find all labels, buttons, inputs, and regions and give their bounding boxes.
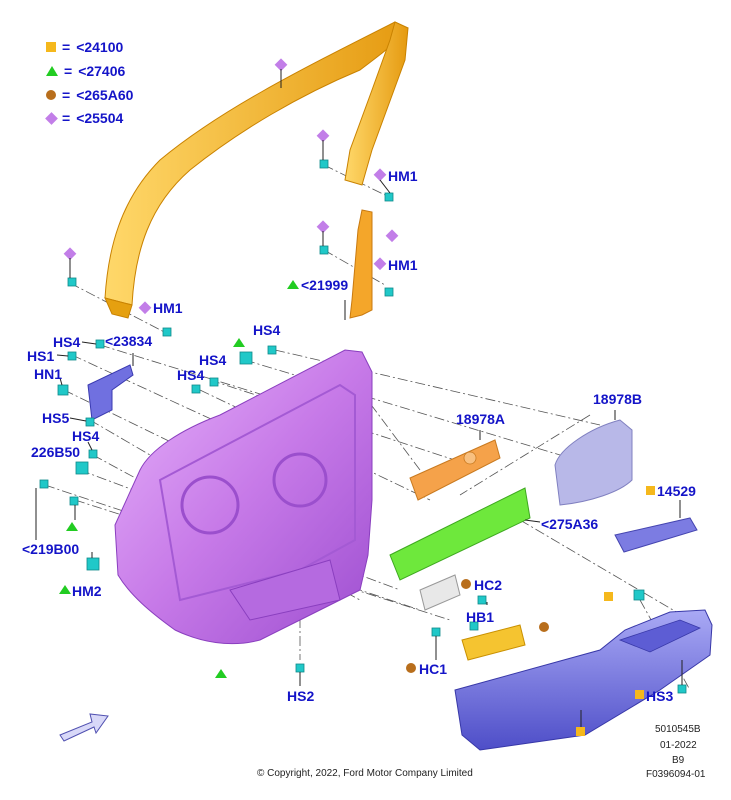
callout-18978b: 18978B [593,391,643,407]
callout-hs2: HS2 [287,688,315,704]
legend-text: <25504 [76,110,124,126]
circle-markers [406,579,549,673]
pull-cup [461,624,526,661]
switch-bezel-14529 [614,517,698,553]
legend-text: <27406 [78,63,126,79]
callout-hn1: HN1 [34,366,63,382]
legend-text: <265A60 [76,87,134,103]
square-markers [576,486,655,736]
square-icon [46,42,56,52]
legend-item-square: = <24100 [46,38,123,56]
illustration-date: 01-2022 [660,740,697,751]
callout-hm2: HM2 [72,583,102,599]
callout-226b50: 226B50 [31,444,81,460]
callout-hc2: HC2 [474,577,503,593]
fastener-clips [39,159,687,694]
legend-item-triangle: = <27406 [46,62,125,80]
copyright-text: © Copyright, 2022, Ford Motor Company Li… [257,768,473,779]
callout-hm1: HM1 [153,300,183,316]
triangle-markers [59,280,299,678]
pillar-strip [349,209,373,319]
door-frame-moulding [104,21,409,319]
callout-hs4: HS4 [72,428,100,444]
legend-item-circle: = <265A60 [46,86,133,104]
triangle-icon [46,66,58,76]
callout-hm1: HM1 [388,257,418,273]
callout-hs3: HS3 [646,688,674,704]
legend-item-diamond: = <25504 [45,109,124,127]
callout-hs1: HS1 [27,348,55,364]
callout-hs4: HS4 [199,352,227,368]
callout-hs4: HS4 [177,367,205,383]
callout-14529: 14529 [657,483,696,499]
speaker-grille-18978b [554,419,633,506]
legend-text: <24100 [76,39,124,55]
illustration-id: F0396094-01 [646,769,706,780]
green-insert [389,487,531,581]
callout-hb1: HB1 [466,609,495,625]
callout-23834: <23834 [105,333,153,349]
circle-icon [46,90,56,100]
illustration-code: 5010545B [655,724,701,735]
callout-hs5: HS5 [42,410,70,426]
bracket-23834 [87,364,134,421]
callout-hc1: HC1 [419,661,448,677]
callout-18978a: 18978A [456,411,506,427]
bezel-18978a [409,439,501,501]
callout-275a36: <275A36 [541,516,599,532]
callout-219b00: <219B00 [22,541,80,557]
direction-arrow [59,713,109,742]
diamond-markers [63,58,399,315]
label-leaders [35,69,683,727]
latch-part [419,574,461,611]
door-trim-panel [114,349,373,645]
callout-hm1: HM1 [388,168,418,184]
callout-hs4: HS4 [253,322,281,338]
illustration-variant: B9 [672,755,685,766]
callout-21999: <21999 [301,277,349,293]
diamond-icon [45,111,58,125]
callout-hs4: HS4 [53,334,81,350]
